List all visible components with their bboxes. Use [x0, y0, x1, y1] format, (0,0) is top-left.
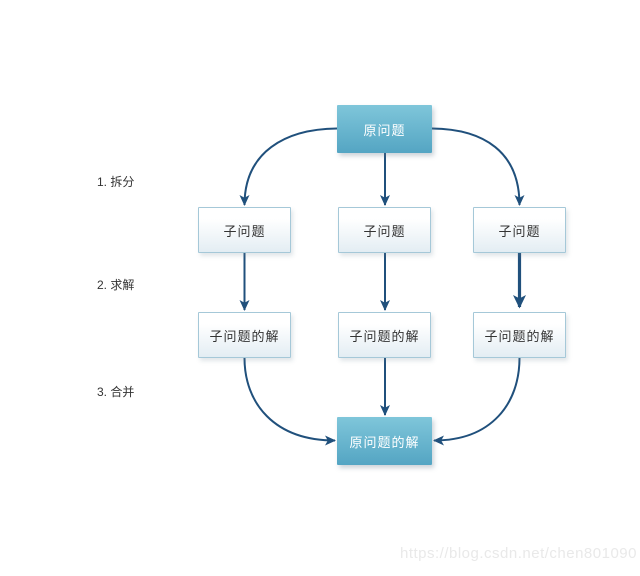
arrow-solution-1-to-result	[243, 357, 336, 446]
arrow-solution-3-to-result	[433, 357, 521, 446]
arrow-root-to-subproblem-3	[431, 127, 525, 206]
result-box: 原问题的解	[337, 417, 432, 465]
step-label-solve: 2. 求解	[97, 278, 135, 292]
subproblem-solution-box-3: 子问题的解	[473, 312, 566, 358]
arrow-root-to-subproblem-1	[239, 127, 338, 206]
subproblem-solution-box-1: 子问题的解	[198, 312, 291, 358]
result-label: 原问题的解	[349, 434, 420, 450]
step-label-merge: 3. 合并	[97, 385, 135, 399]
subproblem-solution-label-2: 子问题的解	[349, 328, 420, 344]
subproblem-box-2: 子问题	[338, 207, 431, 253]
root-problem-box: 原问题	[337, 105, 432, 153]
subproblem-solution-box-2: 子问题的解	[338, 312, 431, 358]
subproblem-label-3: 子问题	[498, 223, 541, 239]
subproblem-solution-label-3: 子问题的解	[484, 328, 555, 344]
root-problem-label: 原问题	[363, 122, 406, 138]
subproblem-solution-label-1: 子问题的解	[209, 328, 280, 344]
subproblem-label-1: 子问题	[223, 223, 266, 239]
subproblem-label-2: 子问题	[363, 223, 406, 239]
step-label-split: 1. 拆分	[97, 175, 135, 189]
subproblem-box-3: 子问题	[473, 207, 566, 253]
watermark-url: https://blog.csdn.net/chen801090	[399, 545, 637, 562]
subproblem-box-1: 子问题	[198, 207, 291, 253]
